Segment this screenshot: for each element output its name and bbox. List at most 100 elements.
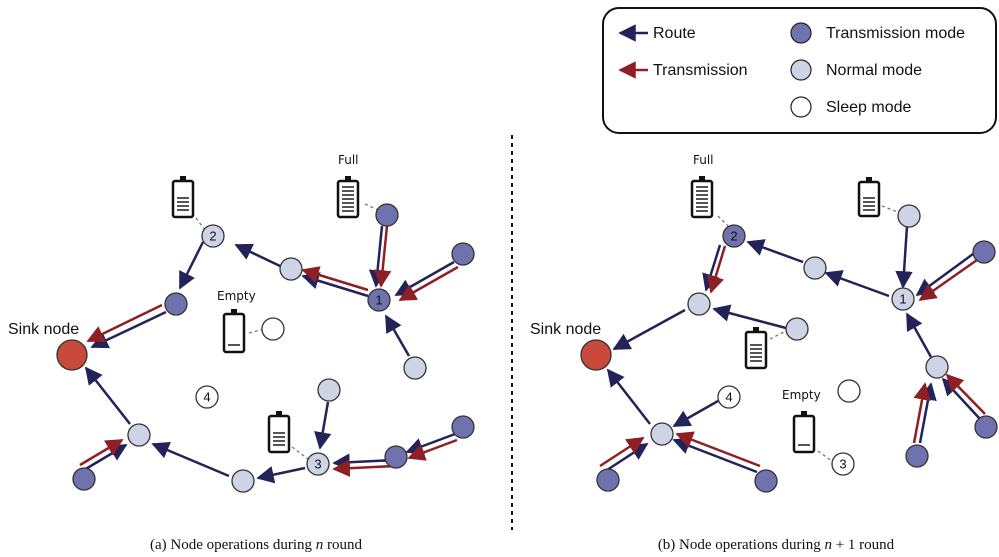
battery-link <box>364 203 379 211</box>
node-3-label: 3 <box>839 457 846 472</box>
legend-transmission-mode-dot <box>790 22 812 44</box>
node <box>127 423 151 447</box>
node-2 <box>201 224 225 248</box>
node <box>897 204 921 228</box>
route-arrow <box>612 308 686 351</box>
route-arrow <box>84 366 131 425</box>
battery-half-icon <box>857 177 881 218</box>
node <box>403 356 427 380</box>
sleep-node <box>261 317 285 341</box>
node-4-label: 4 <box>725 390 732 405</box>
route-arrow <box>606 368 651 425</box>
battery-full-icon <box>336 176 360 219</box>
node <box>451 242 475 266</box>
transmission-arrow <box>398 265 459 302</box>
node-4 <box>717 385 741 409</box>
node-1-label: 1 <box>899 292 906 307</box>
transmission-arrow <box>407 438 458 461</box>
node-3 <box>306 452 330 476</box>
node-2-label: 2 <box>730 229 737 244</box>
battery-link <box>195 217 206 231</box>
battery-empty-icon <box>792 411 816 454</box>
legend-transmission-label: Transmission <box>653 62 748 79</box>
route-arrow <box>151 442 230 478</box>
node <box>650 422 674 446</box>
node-3 <box>831 452 855 476</box>
route-arrow <box>941 377 981 420</box>
transmission-arrow <box>79 438 124 467</box>
battery-link <box>881 205 899 213</box>
route-arrow <box>915 252 974 297</box>
route-arrow <box>712 304 787 330</box>
legend-sleep-mode-dot <box>790 96 812 118</box>
sleep-node <box>837 379 861 403</box>
battery-link <box>769 330 787 340</box>
route-arrow <box>905 312 933 358</box>
node-2 <box>722 224 746 248</box>
route-arrow <box>394 260 455 297</box>
node-3-label: 3 <box>314 457 321 472</box>
route-arrow <box>90 310 167 349</box>
caption-a: (a) Node operations during n round <box>150 537 363 553</box>
node <box>974 415 998 439</box>
legend-normal-mode-label: Normal mode <box>826 62 922 79</box>
full-label: Full <box>338 153 359 167</box>
battery-full-icon <box>171 176 195 219</box>
node-1 <box>891 287 915 311</box>
route-arrow <box>178 241 205 290</box>
node <box>596 468 620 492</box>
transmission-arrow <box>707 245 727 294</box>
caption-b: (b) Node operations during n + 1 round <box>658 537 895 553</box>
node <box>375 203 399 227</box>
battery-full-icon <box>690 176 714 219</box>
route-arrow <box>746 239 804 264</box>
node <box>451 415 475 439</box>
battery-link <box>817 450 833 462</box>
node-2-label: 2 <box>209 229 216 244</box>
route-arrow <box>234 243 281 268</box>
transmission-arrow <box>301 266 369 292</box>
node <box>905 444 929 468</box>
panel-a: 1 2 3 4 Sink node Full Empty (a) Node op… <box>8 153 475 553</box>
route-arrow <box>918 382 937 444</box>
node-4-label: 4 <box>203 390 210 405</box>
route-arrow <box>895 225 913 289</box>
route-arrow <box>314 401 332 450</box>
sink-node <box>56 339 88 371</box>
legend-transmission-mode-label: Transmission mode <box>826 25 965 42</box>
transmission-arrow <box>675 431 761 468</box>
transmission-arrow <box>332 459 396 477</box>
node <box>785 317 809 341</box>
battery-link <box>291 446 309 460</box>
node <box>925 355 949 379</box>
legend-route-label: Route <box>653 25 696 42</box>
node <box>972 240 996 264</box>
node <box>687 292 711 316</box>
legend-normal-mode-dot <box>790 59 812 81</box>
sink-node <box>580 339 612 371</box>
legend-sleep-mode-label: Sleep mode <box>826 99 911 116</box>
node <box>803 256 827 280</box>
legend: Route Transmission Transmission mode Nor… <box>602 7 997 134</box>
transmission-arrow <box>86 303 163 343</box>
battery-partial-icon <box>744 327 768 370</box>
empty-label: Empty <box>782 388 821 402</box>
battery-link <box>717 215 729 227</box>
battery-half-icon <box>267 411 291 454</box>
battery-empty-icon <box>222 309 246 354</box>
node <box>72 467 96 491</box>
node <box>317 378 341 402</box>
transmission-arrow <box>945 373 986 415</box>
node <box>164 292 188 316</box>
route-arrow <box>672 437 758 474</box>
transmission-arrow <box>599 436 645 468</box>
node <box>231 469 255 493</box>
full-label: Full <box>693 153 714 167</box>
route-arrow <box>256 466 306 484</box>
node-4 <box>195 385 219 409</box>
empty-label: Empty <box>217 289 256 303</box>
panel-b: 1 2 3 4 Sink node Full Empty (b) Node op… <box>530 153 998 553</box>
node <box>279 257 303 281</box>
route-arrow <box>672 399 719 428</box>
